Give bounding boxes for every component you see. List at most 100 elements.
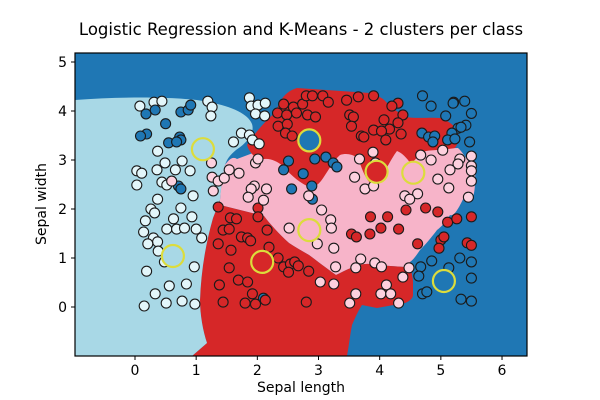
data-point-class-pink: [465, 150, 477, 162]
data-point-class-lightblue: [190, 223, 202, 235]
data-point-class-lightblue: [139, 215, 151, 227]
data-point-class-lightblue: [259, 97, 271, 109]
cluster-centroid-class-blue: [297, 128, 322, 153]
data-point-class-lightblue: [169, 164, 181, 176]
data-point-class-lightblue: [259, 110, 271, 122]
data-point-class-lightblue: [189, 298, 201, 310]
data-point-class-blue: [320, 151, 332, 163]
data-point-class-red: [239, 297, 251, 309]
y-tick-label: 4: [58, 104, 67, 120]
data-point-class-pink: [444, 164, 456, 176]
data-point-class-pink: [252, 153, 264, 165]
data-point-class-red: [212, 238, 224, 250]
data-point-class-blue: [306, 180, 318, 192]
data-point-class-red: [230, 213, 243, 225]
data-point-class-red: [223, 262, 235, 274]
data-point-class-blue: [465, 107, 477, 119]
x-tick-label: 0: [131, 363, 140, 379]
data-point-class-lightblue: [205, 110, 217, 122]
data-point-class-red: [375, 125, 388, 137]
y-tick-label: 3: [58, 153, 67, 169]
data-point-class-red: [242, 276, 254, 288]
data-point-class-blue: [459, 95, 471, 107]
data-point-class-pink: [257, 194, 270, 206]
x-tick-label: 3: [314, 363, 323, 379]
data-point-class-red: [378, 114, 390, 126]
data-point-class-red: [352, 91, 364, 103]
data-point-class-pink: [375, 261, 388, 273]
data-point-class-blue: [160, 118, 172, 130]
y-tick-label: 0: [58, 300, 67, 316]
data-point-class-red: [232, 274, 244, 286]
data-point-class-blue: [286, 183, 298, 195]
data-point-class-red: [290, 107, 303, 119]
data-point-class-pink: [316, 204, 328, 216]
data-point-class-red: [368, 90, 380, 102]
data-point-class-red: [393, 223, 405, 235]
data-point-class-blue: [440, 110, 452, 122]
data-point-class-pink: [260, 183, 273, 195]
data-point-class-blue: [309, 153, 321, 165]
data-point-class-blue: [331, 161, 343, 173]
data-point-class-red: [412, 238, 424, 250]
data-point-class-red: [281, 109, 293, 121]
data-point-class-lightblue: [136, 167, 148, 179]
y-axis-label: Sepal width: [34, 163, 50, 245]
data-point-class-lightblue: [184, 165, 196, 177]
data-point-class-lightblue: [160, 297, 172, 309]
data-point-class-pink: [375, 288, 387, 300]
cluster-centroid-class-pink: [401, 160, 426, 185]
data-point-class-blue: [149, 104, 161, 116]
data-point-class-red: [303, 265, 315, 277]
data-point-class-blue: [455, 293, 467, 305]
data-point-class-blue: [449, 133, 461, 145]
data-point-class-blue: [140, 108, 152, 120]
x-tick-label: 1: [192, 363, 201, 379]
data-point-class-blue: [415, 261, 427, 273]
data-point-class-lightblue: [131, 179, 143, 191]
data-point-class-lightblue: [151, 164, 163, 176]
data-point-class-red: [306, 90, 318, 102]
data-point-class-blue: [447, 97, 459, 109]
x-tick-label: 6: [498, 363, 507, 379]
data-point-class-red: [225, 244, 237, 256]
data-point-class-pink: [443, 182, 455, 194]
data-point-class-red: [281, 118, 293, 130]
data-point-class-lightblue: [149, 207, 161, 219]
cluster-centroid-class-pink: [297, 218, 322, 243]
data-point-class-pink: [465, 175, 477, 187]
data-point-class-red: [249, 298, 262, 310]
data-point-class-blue: [185, 99, 197, 111]
data-point-class-pink: [325, 222, 337, 234]
data-point-class-lightblue: [180, 278, 192, 290]
data-point-class-lightblue: [149, 288, 161, 300]
data-point-class-lightblue: [227, 136, 240, 148]
data-point-class-pink: [367, 146, 379, 158]
data-point-class-blue: [278, 164, 290, 176]
data-point-class-lightblue: [152, 193, 164, 205]
x-tick-label: 4: [375, 363, 384, 379]
data-point-class-red: [341, 94, 353, 106]
data-point-class-red: [380, 134, 392, 146]
data-point-class-lightblue: [156, 95, 168, 107]
data-point-class-lightblue: [152, 236, 164, 248]
data-point-class-red: [392, 117, 404, 129]
data-point-class-pink: [393, 297, 405, 309]
data-point-class-pink: [328, 242, 340, 254]
data-point-class-lightblue: [138, 300, 150, 312]
data-point-class-red: [382, 211, 394, 223]
data-point-class-pink: [380, 279, 392, 291]
data-point-class-red: [286, 130, 298, 142]
data-point-class-red: [364, 228, 376, 240]
data-point-class-red: [300, 296, 312, 308]
data-point-class-red: [397, 109, 409, 121]
data-point-class-pink: [330, 261, 342, 273]
data-point-class-blue: [426, 255, 438, 267]
data-point-class-blue: [455, 121, 467, 133]
x-tick-label: 5: [436, 363, 445, 379]
data-point-class-lightblue: [196, 232, 208, 244]
data-point-class-lightblue: [161, 223, 173, 235]
